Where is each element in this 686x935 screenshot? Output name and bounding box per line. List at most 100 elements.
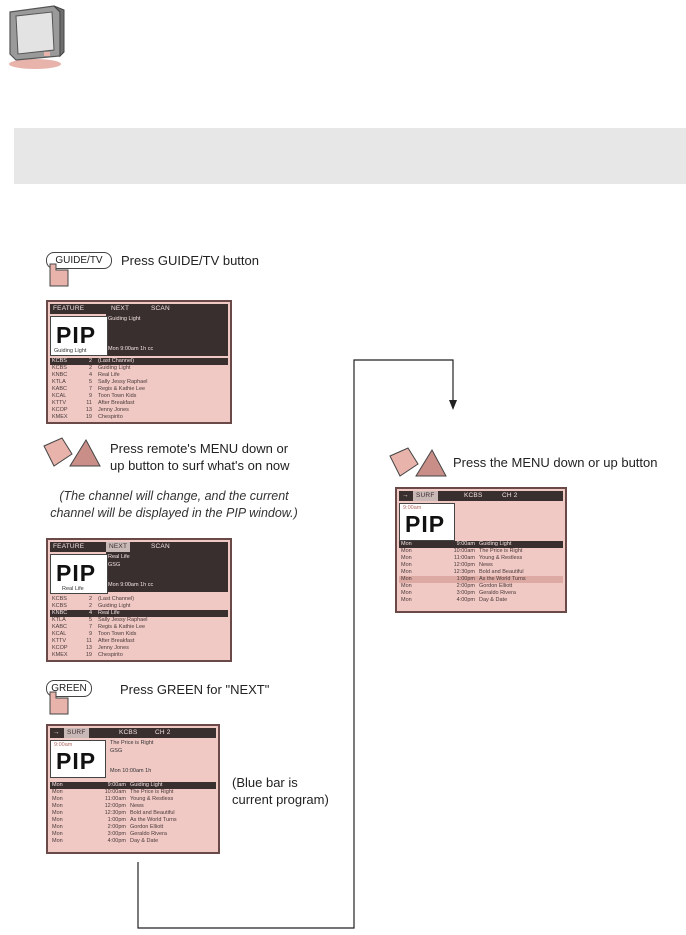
schedule-day: Mon (52, 810, 63, 816)
channel-call: KTTV (52, 400, 67, 406)
channel-call: KTLA (52, 617, 66, 623)
pip-label: PIP (56, 560, 97, 586)
channel-number: 2 (88, 603, 92, 609)
pip-window (50, 740, 106, 778)
guide-screen-surf: → SURF KCBS CH 2 The Price is Right GSG … (46, 724, 220, 854)
tab-surf[interactable]: SURF (413, 491, 438, 501)
program-time: Mon 9:00am 1h cc (108, 582, 154, 588)
program-title: Real Life (108, 554, 130, 560)
tab-bar: FEATURE NEXT SCAN (50, 304, 228, 314)
pip-time: 9:00am (54, 742, 73, 748)
pip-time: 9:00am (403, 505, 422, 511)
tab-feature[interactable]: FEATURE (53, 543, 85, 550)
tab-bar: → SURF KCBS CH 2 (50, 728, 216, 738)
channel-call: KABC (52, 624, 67, 630)
tab-feature[interactable]: FEATURE (53, 305, 85, 312)
channel-number: 11 (86, 638, 92, 644)
tab-next[interactable]: NEXT (111, 305, 130, 312)
tab-surf[interactable]: SURF (64, 728, 89, 738)
schedule-day: Mon (401, 576, 412, 582)
arrow-down-icon (449, 400, 457, 410)
schedule-time: 10:00am (453, 548, 475, 554)
tab-scan[interactable]: SCAN (151, 543, 170, 550)
channel-call: KNBC (52, 610, 68, 616)
right-instruction: Press the MENU down or up button (453, 455, 658, 470)
channel-call: KTTV (52, 638, 67, 644)
tab-scan[interactable]: SCAN (151, 305, 170, 312)
program-name: Chespirito (98, 414, 123, 420)
program-info (106, 552, 228, 592)
program-name: (Last Channel) (98, 596, 135, 602)
pip-caption: Guiding Light (54, 348, 87, 354)
program-name: Gordon Elliott (479, 583, 513, 589)
tab-next[interactable]: NEXT (106, 542, 131, 552)
menu-arrows-icon (389, 447, 447, 477)
schedule-day: Mon (52, 817, 63, 823)
blue-bar-note-2: current program) (232, 792, 329, 807)
schedule-time: 4:00pm (456, 597, 475, 603)
schedule-day: Mon (52, 789, 63, 795)
schedule-time: 12:30pm (453, 569, 475, 575)
schedule-day: Mon (52, 796, 63, 802)
schedule-time: 2:00pm (107, 824, 126, 830)
program-name: Sally Jessy Raphael (98, 379, 148, 385)
schedule-day: Mon (52, 831, 63, 837)
schedule-day: Mon (401, 583, 412, 589)
program-name: News (130, 803, 144, 809)
pip-label: PIP (56, 748, 97, 774)
pip-window (50, 554, 108, 594)
program-subtitle: GSG (108, 562, 121, 568)
program-name: Guiding Light (98, 603, 131, 609)
tab-station: KCBS (119, 729, 138, 736)
program-name: The Price is Right (479, 548, 523, 554)
schedule-day: Mon (52, 838, 63, 844)
schedule-day: Mon (401, 597, 412, 603)
guide-tv-button[interactable]: GUIDE/TV (46, 252, 112, 269)
program-name: Regis & Kathie Lee (98, 386, 146, 392)
finger-press-icon (49, 691, 69, 715)
schedule-time: 11:00am (105, 796, 126, 802)
channel-number: 5 (88, 379, 92, 385)
channel-number: 7 (88, 624, 92, 630)
channel-call: KMEX (52, 414, 68, 420)
green-button[interactable]: GREEN (46, 680, 92, 697)
